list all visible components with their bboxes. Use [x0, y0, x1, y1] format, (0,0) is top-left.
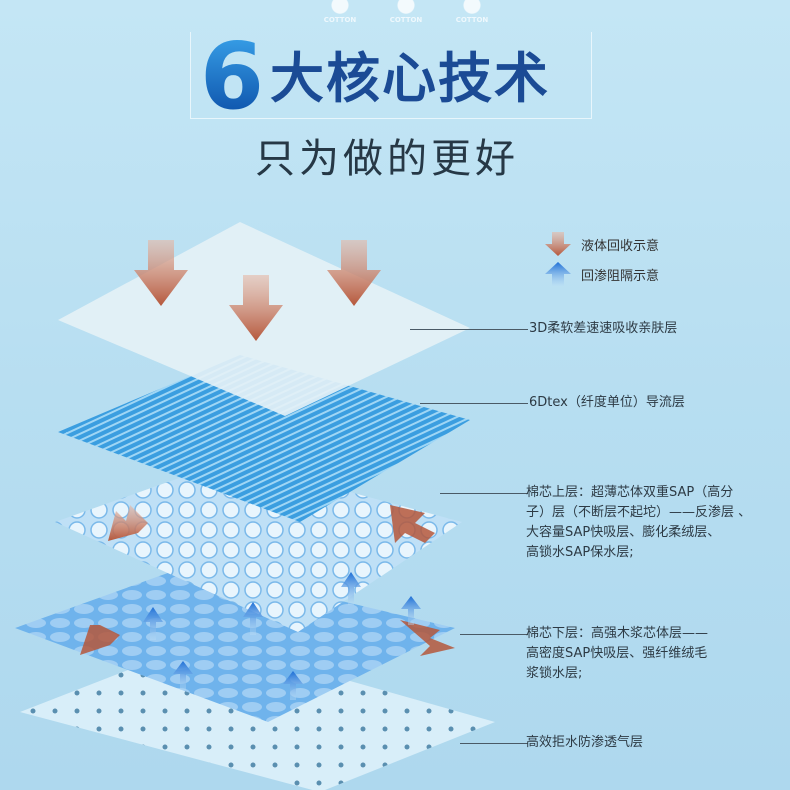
- label-line: 棉芯上层：超薄芯体双重SAP（高分: [526, 485, 734, 500]
- title-text: 大核心技术: [270, 47, 551, 110]
- label-line: 子）层（不断层不起坨）——反渗层 、: [526, 505, 752, 520]
- cotton-logo: COTTON: [318, 0, 362, 26]
- layer-label-2: 6Dtex（纤度单位）导流层: [529, 395, 685, 410]
- page-title: 6 大核心技术: [200, 23, 551, 130]
- down-arrow-icon: [545, 232, 571, 256]
- title-number: 6: [200, 23, 265, 130]
- label-line: 高密度SAP快吸层、强纤维绒毛: [526, 646, 708, 661]
- cotton-logos: COTTON COTTON COTTON: [318, 0, 494, 26]
- leader-line: [410, 329, 528, 330]
- label-line: 大容量SAP快吸层、膨化柔绒层、: [526, 525, 721, 540]
- leader-line: [440, 493, 528, 494]
- legend-label: 液体回收示意: [581, 238, 660, 254]
- label-line: 高锁水SAP保水层;: [526, 545, 634, 560]
- layer-core-upper: [55, 460, 462, 632]
- subtitle: 只为做的更好: [255, 136, 519, 182]
- layer-6dtex-flow: [58, 355, 470, 522]
- legend-item-backflow-barrier: 回渗阻隔示意: [545, 262, 659, 286]
- label-line: 浆锁水层;: [526, 666, 583, 681]
- leader-line: [420, 403, 528, 404]
- up-arrow-icon: [143, 572, 421, 700]
- leader-line: [460, 634, 528, 635]
- cotton-logo: COTTON: [450, 0, 494, 26]
- label-line: 棉芯下层：高强木浆芯体层——: [526, 626, 709, 641]
- legend-item-liquid-recovery: 液体回收示意: [545, 232, 659, 256]
- layer-label-4: 棉芯下层：高强木浆芯体层—— 高密度SAP快吸层、强纤维绒毛 浆锁水层;: [526, 624, 708, 684]
- layer-label-5: 高效拒水防渗透气层: [526, 735, 644, 750]
- cotton-logo: COTTON: [384, 0, 428, 26]
- title-frame: [190, 32, 592, 119]
- layer-label-3: 棉芯上层：超薄芯体双重SAP（高分 子）层（不断层不起坨）——反渗层 、 大容量…: [526, 483, 751, 563]
- down-arrow-icon: [80, 240, 455, 656]
- leader-line: [460, 743, 528, 744]
- up-arrow-icon: [545, 262, 571, 286]
- legend-label: 回渗阻隔示意: [581, 268, 660, 284]
- layer-core-lower: [15, 565, 455, 722]
- layer-label-1: 3D柔软差速速吸收亲肤层: [529, 321, 678, 336]
